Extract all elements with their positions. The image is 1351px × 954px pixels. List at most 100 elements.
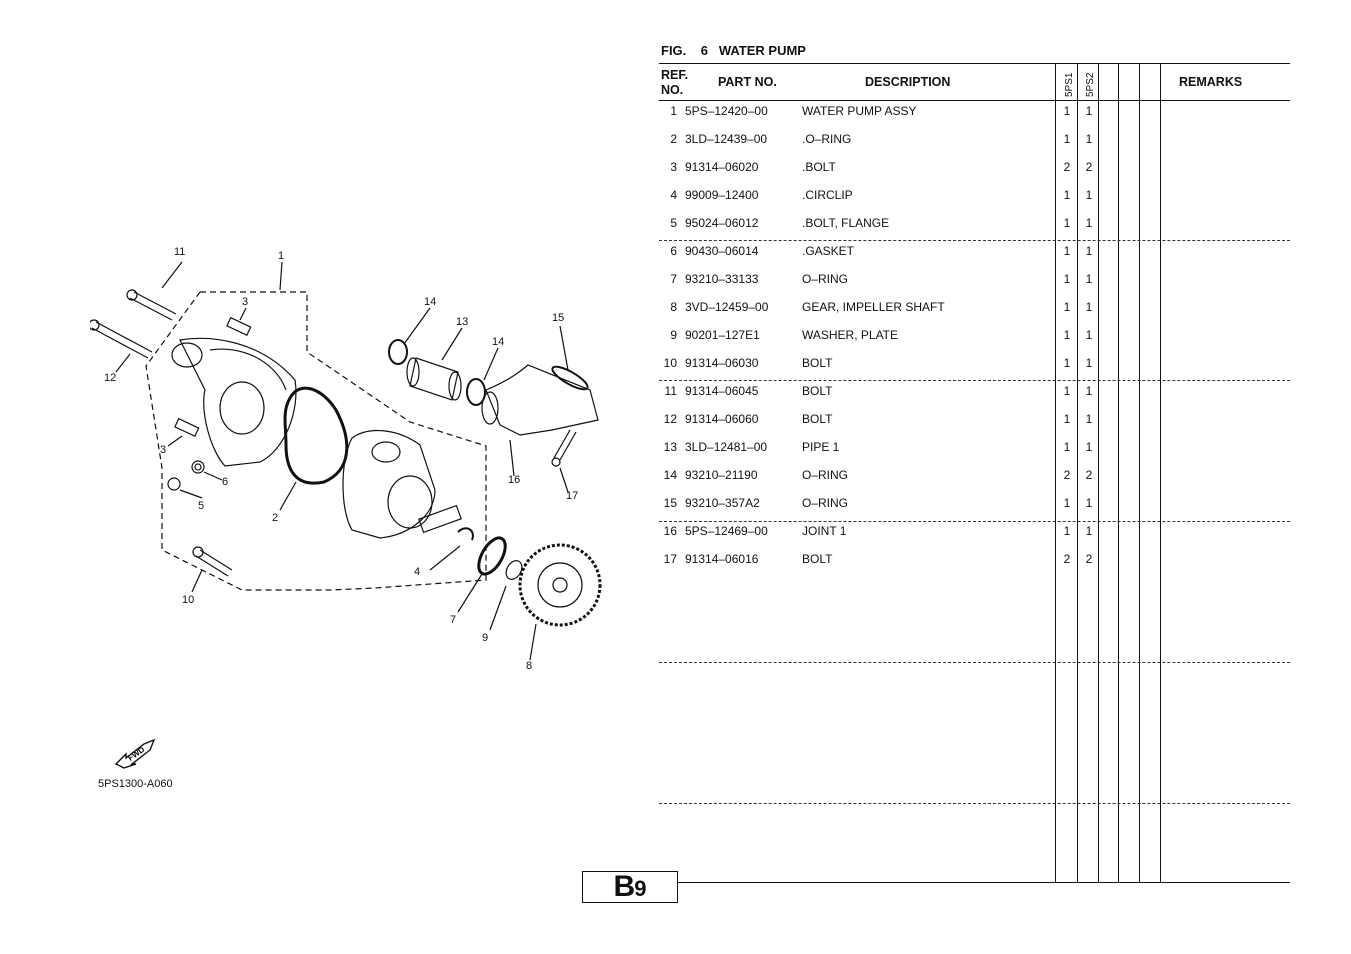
ref-no-cell: 5 bbox=[670, 216, 677, 230]
ref-no-cell: 7 bbox=[670, 272, 677, 286]
part-no-cell: 3LD–12481–00 bbox=[685, 440, 768, 454]
qty-5ps1-cell: 2 bbox=[1063, 468, 1071, 482]
ref-no-cell: 13 bbox=[663, 440, 677, 454]
callout-3: 3 bbox=[242, 296, 249, 308]
header-model-5ps1: 5PS1 bbox=[1064, 72, 1075, 97]
description-cell: WATER PUMP ASSY bbox=[802, 104, 917, 118]
callout-10: 10 bbox=[182, 594, 195, 606]
figure-name: WATER PUMP bbox=[718, 43, 806, 58]
qty-5ps2-cell: 2 bbox=[1085, 468, 1093, 482]
page-badge: B9 bbox=[582, 871, 678, 903]
callout-9: 9 bbox=[482, 632, 489, 644]
qty-5ps2-cell: 1 bbox=[1085, 272, 1093, 286]
callout-14b: 14 bbox=[492, 336, 505, 348]
part-no-cell: 91314–06045 bbox=[685, 384, 759, 398]
ref-no-cell: 11 bbox=[664, 384, 677, 398]
ref-no-cell: 9 bbox=[670, 328, 677, 342]
qty-5ps2-cell: 1 bbox=[1085, 412, 1093, 426]
bolt-11 bbox=[126, 289, 177, 321]
figure-title: FIG. 6 WATER PUMP bbox=[661, 43, 806, 58]
qty-5ps2-cell: 1 bbox=[1085, 244, 1093, 258]
ref-no-cell: 8 bbox=[670, 300, 677, 314]
qty-5ps1-cell: 1 bbox=[1063, 244, 1071, 258]
qty-5ps1-cell: 1 bbox=[1063, 188, 1071, 202]
bolt-12 bbox=[88, 319, 153, 359]
part-no-cell: 5PS–12469–00 bbox=[685, 524, 768, 538]
callout-1: 1 bbox=[278, 250, 285, 262]
qty-5ps2-cell: 1 bbox=[1085, 356, 1093, 370]
ref-no-cell: 10 bbox=[663, 356, 677, 370]
callout-15: 15 bbox=[552, 312, 565, 324]
part-no-cell: 93210–21190 bbox=[685, 468, 758, 482]
qty-5ps2-cell: 1 bbox=[1085, 384, 1093, 398]
callout-17: 17 bbox=[566, 490, 579, 502]
description-cell: .BOLT bbox=[802, 160, 836, 174]
description-cell: BOLT bbox=[802, 552, 833, 566]
ref-no-cell: 1 bbox=[670, 104, 677, 118]
fwd-arrow-icon: FWD bbox=[114, 736, 158, 770]
description-cell: BOLT bbox=[802, 384, 833, 398]
description-cell: BOLT bbox=[802, 412, 833, 426]
qty-5ps1-cell: 1 bbox=[1063, 132, 1071, 146]
qty-5ps1-cell: 1 bbox=[1063, 104, 1071, 118]
ref-no-cell: 17 bbox=[663, 552, 677, 566]
callout-4: 4 bbox=[414, 566, 421, 578]
callout-13: 13 bbox=[456, 316, 469, 328]
ref-no-cell: 15 bbox=[663, 496, 677, 510]
page-badge-number: 9 bbox=[634, 876, 647, 901]
qty-5ps2-cell: 1 bbox=[1085, 496, 1093, 510]
part-no-cell: 5PS–12420–00 bbox=[685, 104, 768, 118]
ref-no-cell: 12 bbox=[663, 412, 677, 426]
qty-5ps2-cell: 1 bbox=[1085, 104, 1093, 118]
description-cell: WASHER, PLATE bbox=[802, 328, 899, 342]
callout-5: 5 bbox=[198, 500, 205, 512]
qty-5ps2-cell: 1 bbox=[1085, 440, 1093, 454]
qty-5ps1-cell: 1 bbox=[1063, 412, 1071, 426]
drawing-code: 5PS1300-A060 bbox=[98, 778, 173, 790]
part-no-cell: 91314–06030 bbox=[685, 356, 759, 370]
header-remarks: REMARKS bbox=[1179, 75, 1243, 89]
qty-5ps1-cell: 2 bbox=[1063, 552, 1071, 566]
header-ref-no: REF.NO. bbox=[661, 68, 689, 97]
ref-no-cell: 2 bbox=[670, 132, 677, 146]
part-no-cell: 91314–06020 bbox=[685, 160, 759, 174]
description-cell: PIPE 1 bbox=[802, 440, 840, 454]
part-no-cell: 91314–06060 bbox=[685, 412, 759, 426]
header-description: DESCRIPTION bbox=[865, 75, 951, 89]
callout-11: 11 bbox=[174, 246, 186, 258]
part-no-cell: 93210–357A2 bbox=[685, 496, 760, 510]
qty-5ps1-cell: 1 bbox=[1063, 496, 1071, 510]
description-cell: GEAR, IMPELLER SHAFT bbox=[802, 300, 945, 314]
part-no-cell: 99009–12400 bbox=[685, 188, 759, 202]
part-no-cell: 93210–33133 bbox=[685, 272, 759, 286]
qty-5ps2-cell: 1 bbox=[1085, 328, 1093, 342]
description-cell: O–RING bbox=[802, 272, 849, 286]
description-cell: .GASKET bbox=[802, 244, 855, 258]
qty-5ps1-cell: 2 bbox=[1063, 160, 1071, 174]
description-cell: .O–RING bbox=[802, 132, 852, 146]
header-part-no: PART NO. bbox=[718, 75, 777, 89]
figure-label: FIG. bbox=[661, 43, 687, 58]
qty-5ps1-cell: 1 bbox=[1063, 300, 1071, 314]
callout-3b: 3 bbox=[160, 444, 167, 456]
description-cell: .CIRCLIP bbox=[802, 188, 853, 202]
ref-no-cell: 3 bbox=[670, 160, 677, 174]
part-no-cell: 3VD–12459–00 bbox=[685, 300, 769, 314]
figure-number: 6 bbox=[700, 43, 708, 58]
qty-5ps1-cell: 1 bbox=[1063, 384, 1071, 398]
qty-5ps1-cell: 1 bbox=[1063, 328, 1071, 342]
ref-no-cell: 6 bbox=[670, 244, 677, 258]
qty-5ps2-cell: 1 bbox=[1085, 524, 1093, 538]
